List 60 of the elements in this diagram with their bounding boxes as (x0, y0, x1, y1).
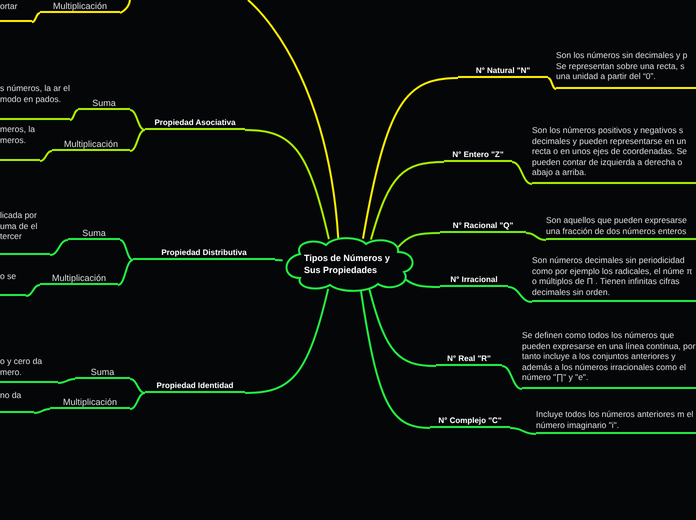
connector-line (508, 286, 532, 303)
description-text: o se (0, 271, 26, 296)
connector-line (120, 239, 134, 261)
connector-line (130, 378, 146, 394)
description-text: meros, la meros. (0, 124, 40, 161)
connector-line (362, 77, 458, 239)
connector-line (244, 129, 330, 240)
central-topic-text: Tipos de Números y Sus Propiedades (304, 252, 391, 276)
connector-line (244, 288, 330, 394)
connector-line (360, 289, 430, 429)
subtopic-label: Multiplicación (52, 138, 130, 151)
description-text: Incluye todos los números anteriores m el número imaginario "i". (536, 409, 696, 434)
description-text: Son números decimales sin periodicidad como por ejemplo los radicales, el núme π o múltiplos de Π . Tienen infinitas cifras decimales sin orden. (532, 255, 696, 302)
topic-label: N° Natural "N" (458, 65, 548, 78)
subtopic-label: Multiplicación (40, 0, 120, 13)
topic-label: N° Racional "Q" (440, 220, 526, 233)
connector-line (247, 0, 340, 238)
topic-label: N° Complejo "C" (430, 415, 510, 428)
topic-label: Propiedad Identidad (145, 380, 245, 393)
connector-line (118, 259, 134, 286)
connector-line (70, 109, 78, 121)
subtopic-label: Multiplicación (40, 272, 118, 285)
connector-line (26, 284, 40, 297)
description-text: ortar (0, 1, 32, 22)
description-text: no da (0, 390, 34, 413)
subtopic-label: Suma (75, 366, 130, 379)
description-text: Son los números sin decimales y p Se representan sobre una recta, s una unidad a partir del “0”. (556, 50, 696, 89)
subtopic-label: Suma (78, 97, 130, 110)
connector-line (130, 109, 146, 131)
subtopic-label: Multiplicación (50, 396, 130, 409)
connector-line (40, 150, 52, 162)
description-text: licada por uma de el tercer (0, 210, 50, 255)
connector-line (275, 259, 283, 262)
description-text: Se definen como todos los números que pueden expresarse en una línea continua, por tanto incluye a los conjuntos anteriores y además a los números irracionales como el número "∏" y "e". (522, 330, 696, 389)
connector-line (510, 427, 536, 435)
topic-label: Propiedad Distributiva (133, 247, 275, 260)
connector-line (512, 161, 532, 185)
connector-line (368, 288, 436, 367)
connector-line (370, 161, 444, 240)
description-text: Son los números positivos y negativos s decimales y pueden representarse en un recta o en unos ejes de coordenadas. Se pueden contar de izquierda a derecha o abajo a arriba. (532, 125, 696, 184)
connector-line (50, 239, 68, 256)
connector-line (548, 77, 556, 90)
topic-label: N° Irracional (440, 274, 508, 287)
connector-line (526, 232, 546, 241)
connector-line (130, 129, 146, 152)
description-text: s números, la ar el modo en pados. (0, 83, 70, 120)
connector-line (34, 408, 50, 414)
subtopic-label: Suma (68, 227, 120, 240)
connector-line (403, 277, 440, 288)
connector-line (32, 12, 40, 23)
description-text: Son aquellos que pueden expresarse una fracción de dos números enteros (546, 215, 696, 240)
description-text: o y cero da mero. (0, 356, 58, 383)
connector-line (397, 232, 440, 248)
topic-label: Propiedad Asociativa (145, 117, 245, 130)
topic-label: N° Real "R" (436, 353, 502, 366)
connector-line (502, 365, 522, 390)
connector-line (130, 392, 146, 410)
connector-line (58, 378, 76, 384)
connector-line (120, 0, 131, 14)
topic-label: N° Entero "Z" (444, 149, 512, 162)
